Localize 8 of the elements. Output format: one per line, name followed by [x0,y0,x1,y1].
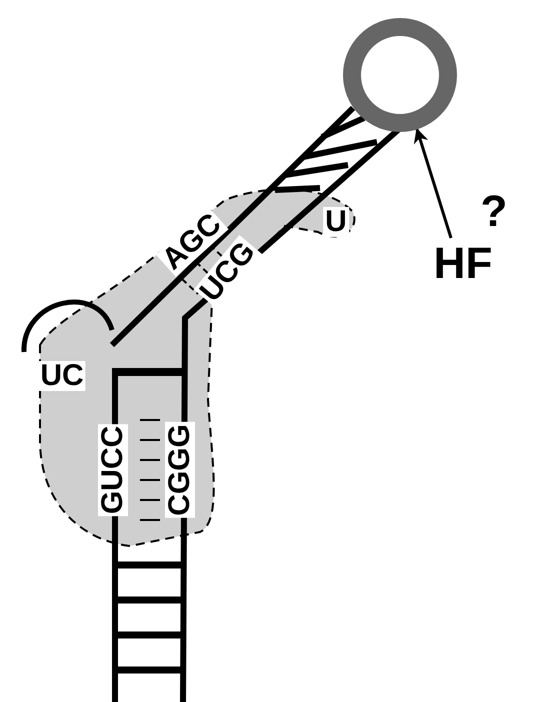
nucleotide-label: GUCC [98,424,128,516]
arrow [414,128,452,238]
node-label: HF [418,238,508,290]
nucleotide-label: U [323,207,349,237]
nucleotide-label: UC [38,361,86,391]
nucleotide-label: CGGG [165,422,195,518]
loop-ring [343,18,457,132]
question-mark: ? [480,190,508,234]
